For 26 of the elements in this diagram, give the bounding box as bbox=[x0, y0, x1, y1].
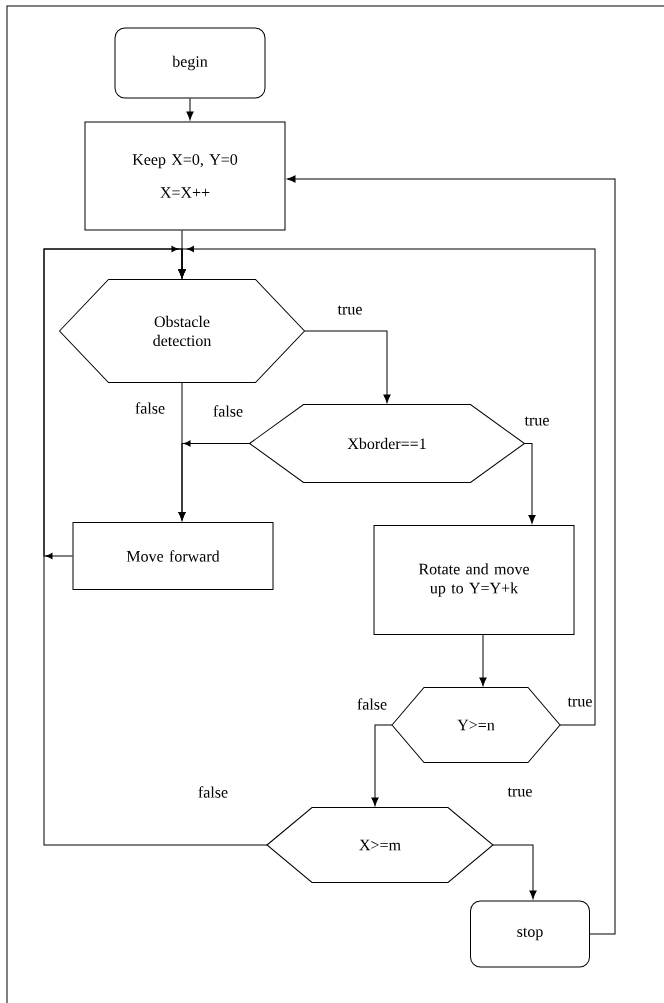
edge-label: true bbox=[523, 415, 551, 427]
edge-label: true bbox=[566, 696, 594, 708]
edge-label: true bbox=[506, 786, 534, 798]
arrow bbox=[492, 844, 537, 900]
decision-hexagon: Obstacle detection bbox=[59, 279, 305, 383]
arrow bbox=[286, 175, 616, 935]
process-box: Rotate and move up to Y=Y+k bbox=[373, 525, 575, 635]
arrow bbox=[479, 634, 487, 687]
edge-label: true bbox=[336, 304, 364, 316]
arrow bbox=[524, 443, 536, 524]
terminal-box: stop bbox=[470, 900, 590, 968]
edge-label: false bbox=[211, 404, 245, 418]
edge-label: false bbox=[196, 785, 230, 799]
arrow bbox=[178, 440, 250, 521]
decision-hexagon: Xborder==1 bbox=[249, 404, 525, 483]
arrow bbox=[371, 724, 393, 807]
terminal-box: begin bbox=[114, 27, 266, 99]
arrow bbox=[186, 98, 194, 121]
edge-label: false bbox=[355, 697, 389, 711]
process-box: Move forward bbox=[72, 522, 274, 590]
arrow bbox=[304, 330, 391, 404]
decision-hexagon: X>=m bbox=[266, 807, 494, 883]
arrow bbox=[43, 248, 268, 846]
edge-label: false bbox=[133, 401, 167, 415]
decision-hexagon: Y>=n bbox=[391, 687, 561, 763]
process-box: Keep X=0, Y=0 X=X++ bbox=[84, 121, 286, 231]
